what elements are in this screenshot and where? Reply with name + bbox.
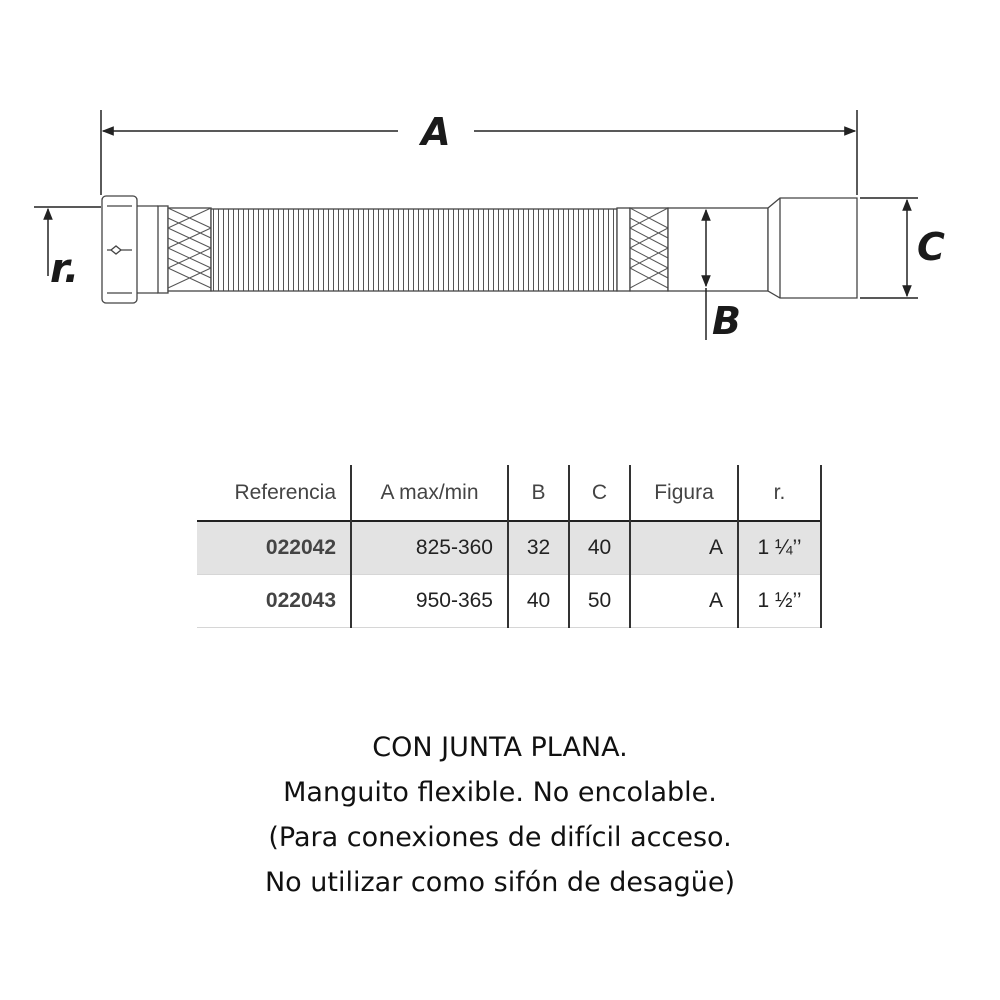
dimension-c-label: C — [917, 225, 945, 269]
dimension-a-label: A — [418, 110, 450, 154]
table-header-row: Referencia A max/min B C Figura r. — [197, 465, 822, 521]
right-pipe — [667, 207, 769, 292]
table-row: 022042 825-360 32 40 A 1 ¼’’ — [197, 521, 822, 575]
left-collar — [157, 205, 169, 294]
header-referencia: Referencia — [197, 465, 352, 521]
bell-end — [767, 197, 858, 299]
dimension-r-label: r. — [50, 246, 79, 292]
caption-line: CON JUNTA PLANA. — [372, 732, 628, 763]
header-a-max-min: A max/min — [351, 465, 509, 521]
cell-figura: A — [630, 574, 739, 628]
cell-r: 1 ¼’’ — [738, 521, 822, 575]
caption-line: (Para conexiones de difícil acceso. — [268, 822, 732, 853]
table-row: 022043 950-365 40 50 A 1 ½’’ — [197, 574, 822, 628]
header-c: C — [569, 465, 631, 521]
cell-referencia: 022042 — [197, 521, 352, 575]
cell-b: 40 — [508, 574, 570, 628]
header-b: B — [508, 465, 570, 521]
specification-table: Referencia A max/min B C Figura r. 02204… — [197, 465, 822, 628]
caption-line: No utilizar como sifón de desagüe) — [264, 867, 736, 898]
cell-a-max-min: 825-360 — [351, 521, 509, 575]
cell-b: 32 — [508, 521, 570, 575]
hose-body — [101, 195, 858, 304]
cell-c: 50 — [569, 574, 631, 628]
right-ribbed-sleeve — [616, 207, 631, 292]
header-figura: Figura — [630, 465, 739, 521]
dimension-b: B — [701, 208, 741, 343]
cell-figura: A — [630, 521, 739, 575]
product-caption: CON JUNTA PLANA. Manguito flexible. No e… — [0, 725, 1000, 905]
corrugated-section — [210, 208, 618, 292]
dimension-b-label: B — [712, 299, 741, 343]
dimension-c: C — [860, 197, 945, 299]
cell-r: 1 ½’’ — [738, 574, 822, 628]
cell-a-max-min: 950-365 — [351, 574, 509, 628]
dimension-r: r. — [34, 206, 101, 292]
dimension-a: A — [100, 110, 858, 195]
cell-referencia: 022043 — [197, 574, 352, 628]
caption-line: Manguito flexible. No encolable. — [283, 777, 717, 808]
cell-c: 40 — [569, 521, 631, 575]
hose-technical-drawing: A r. B — [34, 110, 945, 343]
header-r: r. — [738, 465, 822, 521]
